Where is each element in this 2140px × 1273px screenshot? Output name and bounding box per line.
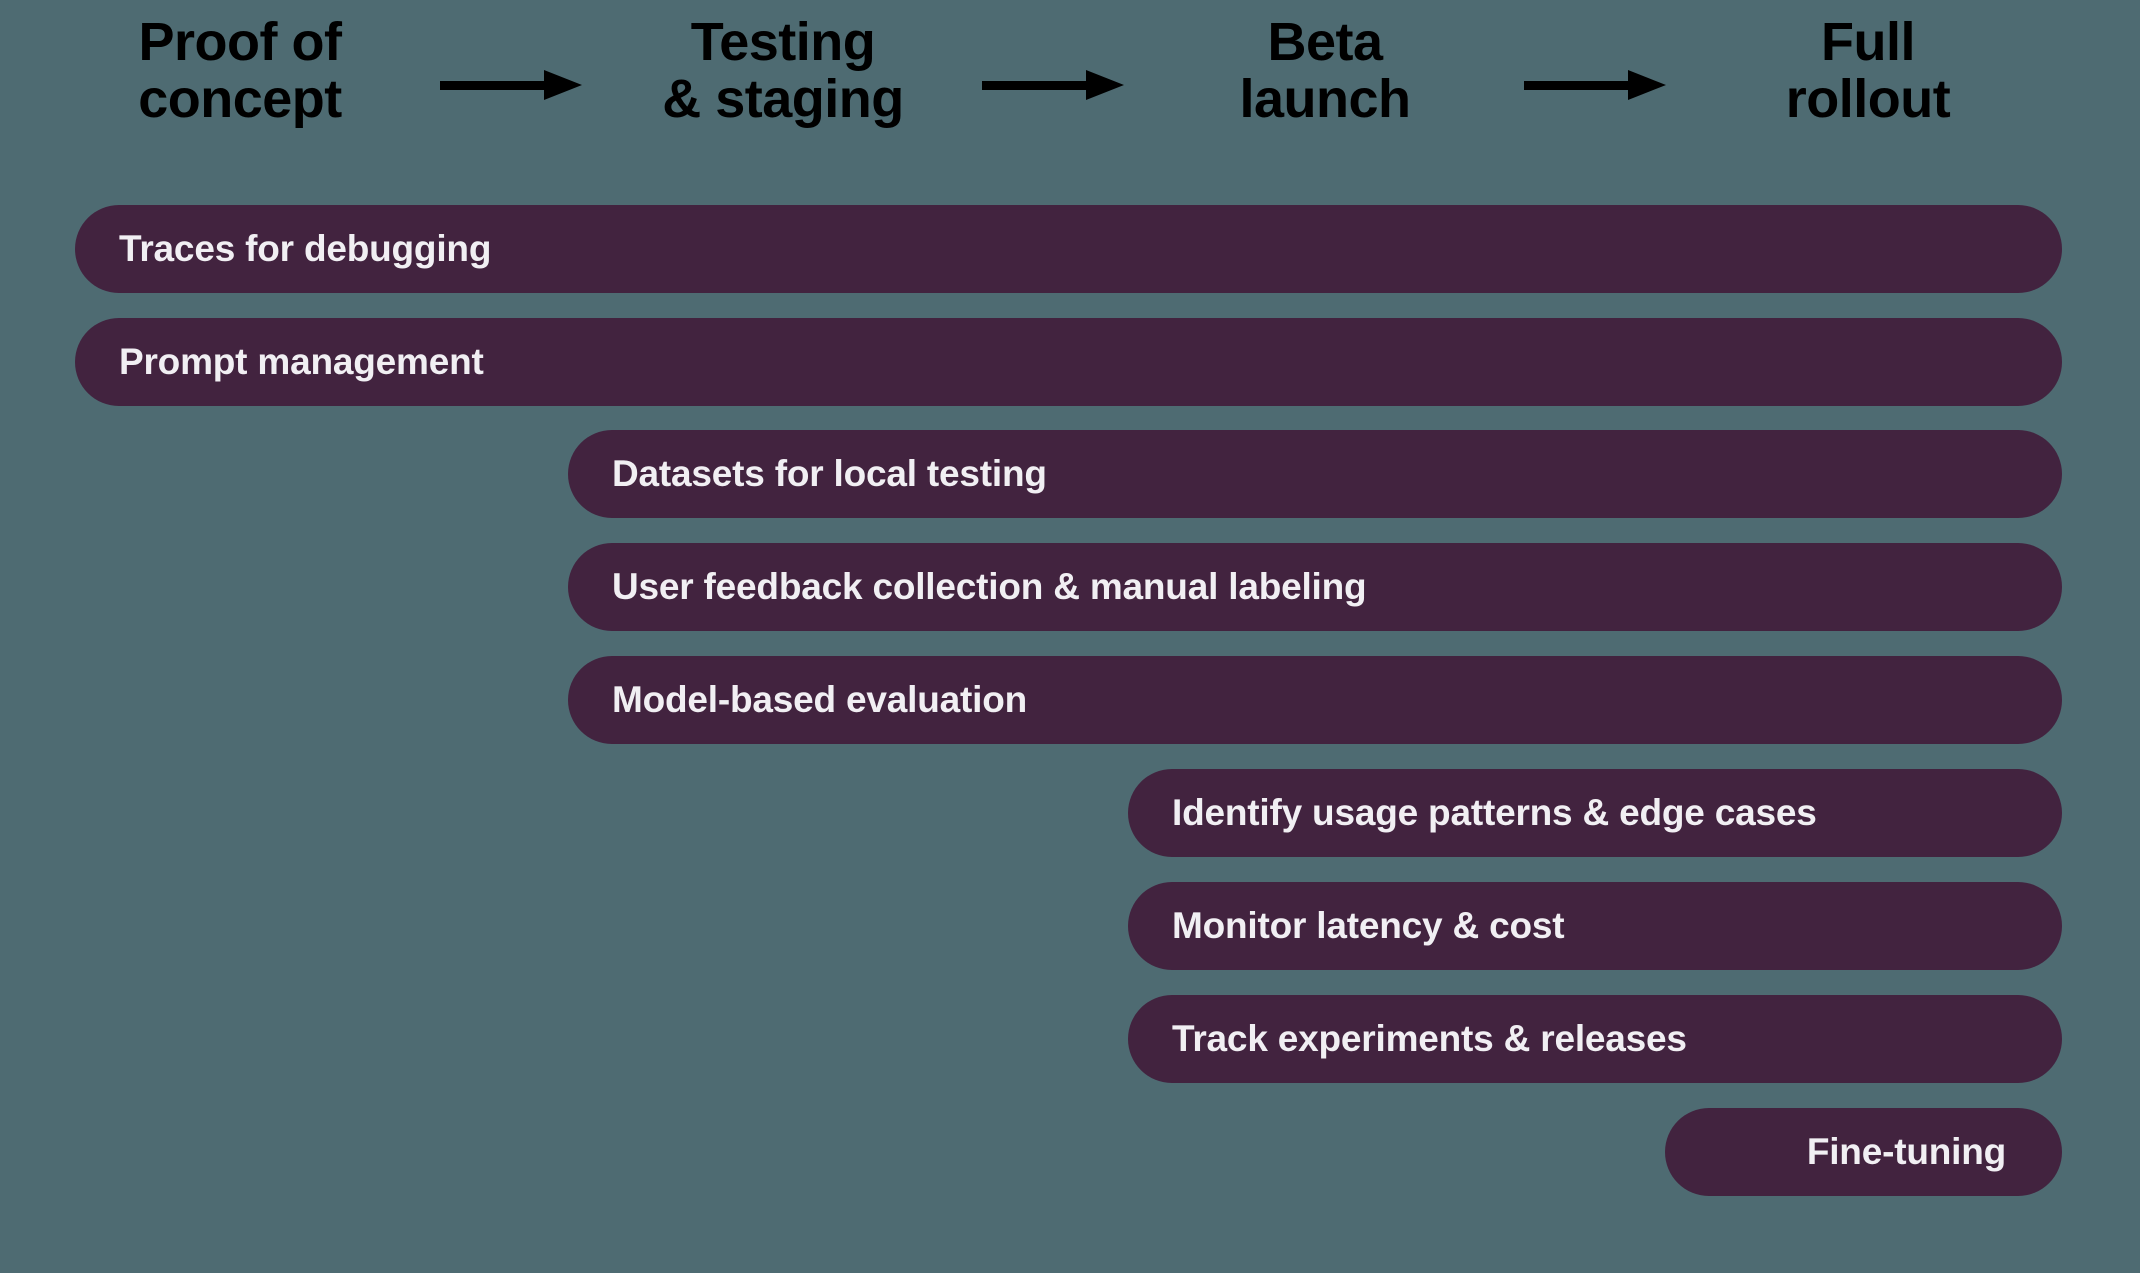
arrow-shaft: [1524, 81, 1636, 90]
stage-label-3: Full rollout: [1785, 12, 1951, 129]
capability-bar-label: Monitor latency & cost: [1172, 905, 1565, 946]
capability-bar[interactable]: Datasets for local testing: [568, 430, 2062, 518]
arrow-head: [544, 70, 582, 100]
capability-bar[interactable]: Track experiments & releases: [1128, 995, 2062, 1083]
capability-bar[interactable]: Traces for debugging: [75, 205, 2062, 293]
arrow-testing-to-beta-icon: [982, 70, 1124, 100]
capability-bar[interactable]: Prompt management: [75, 318, 2062, 406]
capability-bar-label: Identify usage patterns & edge cases: [1172, 792, 1817, 833]
capability-bar[interactable]: Fine-tuning: [1665, 1108, 2062, 1196]
stage-label-1: Testing & staging: [662, 12, 904, 129]
capability-bar[interactable]: Monitor latency & cost: [1128, 882, 2062, 970]
arrow-shaft: [440, 81, 552, 90]
capability-bar-label: Prompt management: [119, 341, 484, 382]
arrow-beta-to-rollout-icon: [1524, 70, 1666, 100]
capability-bar[interactable]: User feedback collection & manual labeli…: [568, 543, 2062, 631]
capability-bar-label: Fine-tuning: [1806, 1131, 2006, 1172]
stage-label-2: Beta launch: [1239, 12, 1411, 129]
arrow-shaft: [982, 81, 1094, 90]
capability-bar-label: User feedback collection & manual labeli…: [612, 566, 1367, 607]
arrow-head: [1086, 70, 1124, 100]
capability-bar-label: Track experiments & releases: [1172, 1018, 1687, 1059]
capability-bar[interactable]: Identify usage patterns & edge cases: [1128, 769, 2062, 857]
capability-bar-label: Model-based evaluation: [612, 679, 1028, 720]
arrow-poc-to-testing-icon: [440, 70, 582, 100]
arrow-head: [1628, 70, 1666, 100]
capability-bar-label: Datasets for local testing: [612, 453, 1047, 494]
capability-bar-label: Traces for debugging: [119, 228, 492, 269]
capability-bar[interactable]: Model-based evaluation: [568, 656, 2062, 744]
stage-label-0: Proof of concept: [138, 12, 342, 129]
stage-header-row: Proof of concept Testing & staging Beta la…: [0, 0, 2140, 190]
